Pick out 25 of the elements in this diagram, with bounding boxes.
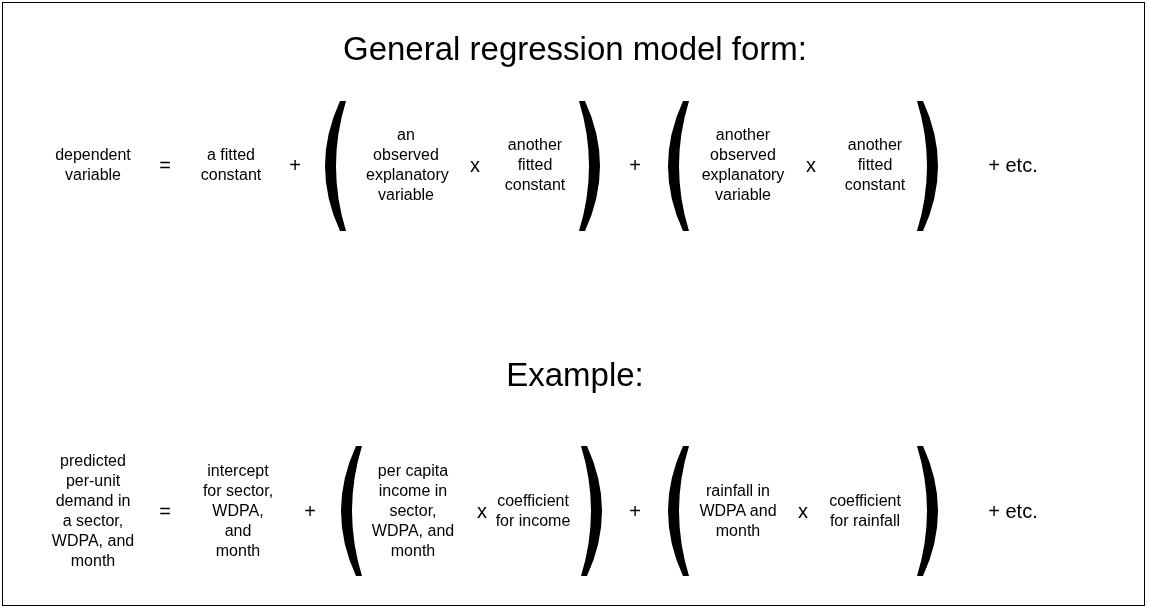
plus-sign: +	[304, 501, 316, 521]
term-text: dependent variable	[54, 145, 132, 185]
plus-etc-text: + etc.	[987, 155, 1039, 175]
equals-sign: =	[159, 155, 171, 175]
plus-sign: +	[629, 155, 641, 175]
term-text: coefficient for income	[494, 491, 572, 531]
term-text: a fitted constant	[199, 145, 263, 185]
title-heading: General regression model form:	[343, 29, 807, 69]
term-text: rainfall in WDPA and month	[698, 481, 778, 541]
plus-etc-text: + etc.	[987, 501, 1039, 521]
plus-sign: +	[629, 501, 641, 521]
equals-sign: =	[159, 501, 171, 521]
times-sign: x	[806, 155, 816, 175]
term-text: predicted per-unit demand in a sector, WDPA, and month	[50, 451, 136, 571]
plus-sign: +	[289, 155, 301, 175]
term-text: another observed explanatory variable	[700, 125, 786, 205]
term-text: coefficient for rainfall	[828, 491, 902, 531]
times-sign: x	[477, 501, 487, 521]
section-heading: Example:	[506, 355, 644, 395]
term-text: per capita income in sector, WDPA, and month	[370, 461, 456, 561]
term-text: intercept for sector, WDPA, and month	[202, 461, 274, 561]
term-text: another fitted constant	[503, 135, 567, 195]
term-text: another fitted constant	[843, 135, 907, 195]
times-sign: x	[470, 155, 480, 175]
times-sign: x	[798, 501, 808, 521]
